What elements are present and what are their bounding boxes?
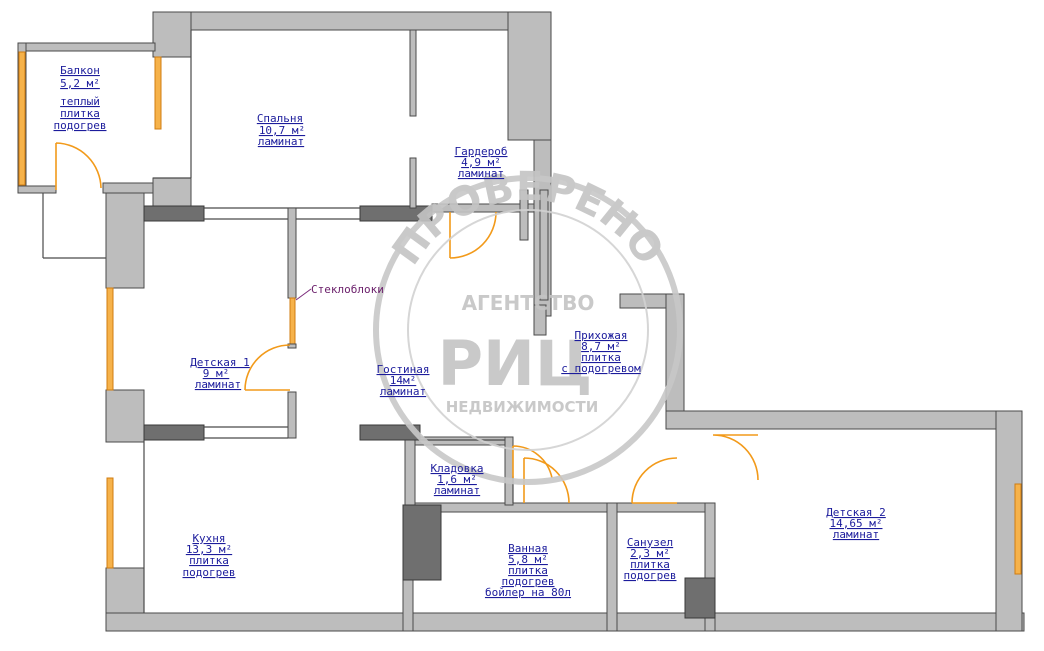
room-bedroom: Спальня 10,7 м² ламинат bbox=[257, 112, 305, 148]
room-area: 14,65 м² bbox=[830, 517, 883, 530]
windows bbox=[18, 51, 1022, 575]
room-living: Гостиная 14м² ламинат bbox=[377, 363, 430, 398]
room-pantry: Кладовка 1,6 м² ламинат bbox=[431, 462, 484, 497]
room-area: 9 м² bbox=[203, 367, 230, 380]
glass-blocks-label: Стеклоблоки bbox=[311, 283, 384, 296]
room-area: 4,9 м² bbox=[461, 156, 501, 169]
room-area: 13,3 м² bbox=[186, 543, 232, 556]
room-area: 8,7 м² bbox=[581, 340, 621, 353]
room-name: Ванная bbox=[508, 542, 548, 555]
kids1-window bbox=[106, 287, 114, 391]
room-name: Спальня bbox=[257, 112, 303, 125]
room-area: 10,7 м² bbox=[259, 124, 305, 137]
room-note: плитка bbox=[508, 564, 548, 577]
room-area: 5,8 м² bbox=[508, 553, 548, 566]
room-note: плитка bbox=[60, 107, 100, 120]
room-area: 14м² bbox=[390, 374, 417, 387]
room-area: 1,6 м² bbox=[437, 473, 477, 486]
room-toilet: Санузел 2,3 м² плитка подогрев bbox=[624, 536, 677, 582]
room-wardrobe: Гардероб 4,9 м² ламинат bbox=[455, 145, 508, 180]
watermark-logo: РИЦ bbox=[438, 327, 593, 400]
room-bathroom: Ванная 5,8 м² плитка подогрев бойлер на … bbox=[485, 542, 571, 599]
kids2-window bbox=[1014, 483, 1022, 575]
room-name: Детская 1 bbox=[190, 356, 250, 369]
room-note: плитка bbox=[630, 558, 670, 571]
room-note: ламинат bbox=[833, 528, 879, 541]
room-kids1: Детская 1 9 м² ламинат bbox=[190, 356, 250, 391]
room-note: ламинат bbox=[380, 385, 426, 398]
kitchen-window bbox=[106, 477, 114, 569]
balcony-window bbox=[18, 51, 26, 186]
bedroom-window bbox=[154, 56, 162, 130]
glass-blocks-annotation: Стеклоблоки bbox=[295, 283, 384, 301]
room-note: ламинат bbox=[458, 167, 504, 180]
balcony-door bbox=[55, 142, 102, 190]
room-name: Кухня bbox=[192, 532, 225, 545]
doors bbox=[55, 142, 759, 504]
dark-walls bbox=[143, 205, 716, 619]
pantry-door bbox=[512, 445, 553, 479]
room-note: плитка bbox=[189, 554, 229, 567]
room-note: ламинат bbox=[258, 135, 304, 148]
room-name: Гостиная bbox=[377, 363, 430, 376]
room-area: 2,3 м² bbox=[630, 547, 670, 560]
room-name: Балкон bbox=[60, 64, 100, 77]
wardrobe-door bbox=[449, 211, 497, 259]
room-area: 5,2 м² bbox=[60, 77, 100, 90]
room-note: плитка bbox=[581, 351, 621, 364]
watermark-realty: НЕДВИЖИМОСТИ bbox=[446, 398, 599, 416]
room-labels: Балкон 5,2 м² теплый плитка подогрев Спа… bbox=[54, 64, 886, 599]
kids1-door bbox=[244, 344, 291, 391]
kids2-door bbox=[712, 434, 759, 481]
room-name: Детская 2 bbox=[826, 506, 886, 519]
room-name: Прихожая bbox=[575, 329, 628, 342]
room-balcony: Балкон 5,2 м² теплый плитка подогрев bbox=[54, 64, 107, 132]
watermark-agency: АГЕНТСТВО bbox=[462, 291, 595, 315]
room-note: ламинат bbox=[195, 378, 241, 391]
room-note: теплый bbox=[60, 95, 100, 108]
room-note: ламинат bbox=[434, 484, 480, 497]
glass-blocks bbox=[289, 297, 296, 345]
toilet-door bbox=[631, 457, 678, 504]
room-note: подогрев bbox=[54, 119, 107, 132]
room-note: бойлер на 80л bbox=[485, 586, 571, 599]
room-note: с подогревом bbox=[561, 362, 641, 375]
room-name: Кладовка bbox=[431, 462, 484, 475]
room-note: подогрев bbox=[624, 569, 677, 582]
partitions bbox=[42, 29, 549, 613]
room-kids2: Детская 2 14,65 м² ламинат bbox=[826, 506, 886, 541]
room-note: подогрев bbox=[183, 566, 236, 579]
room-name: Гардероб bbox=[455, 145, 508, 158]
room-kitchen: Кухня 13,3 м² плитка подогрев bbox=[183, 532, 236, 579]
room-hallway: Прихожая 8,7 м² плитка с подогревом bbox=[561, 329, 641, 375]
room-name: Санузел bbox=[627, 536, 673, 549]
room-note: подогрев bbox=[502, 575, 555, 588]
